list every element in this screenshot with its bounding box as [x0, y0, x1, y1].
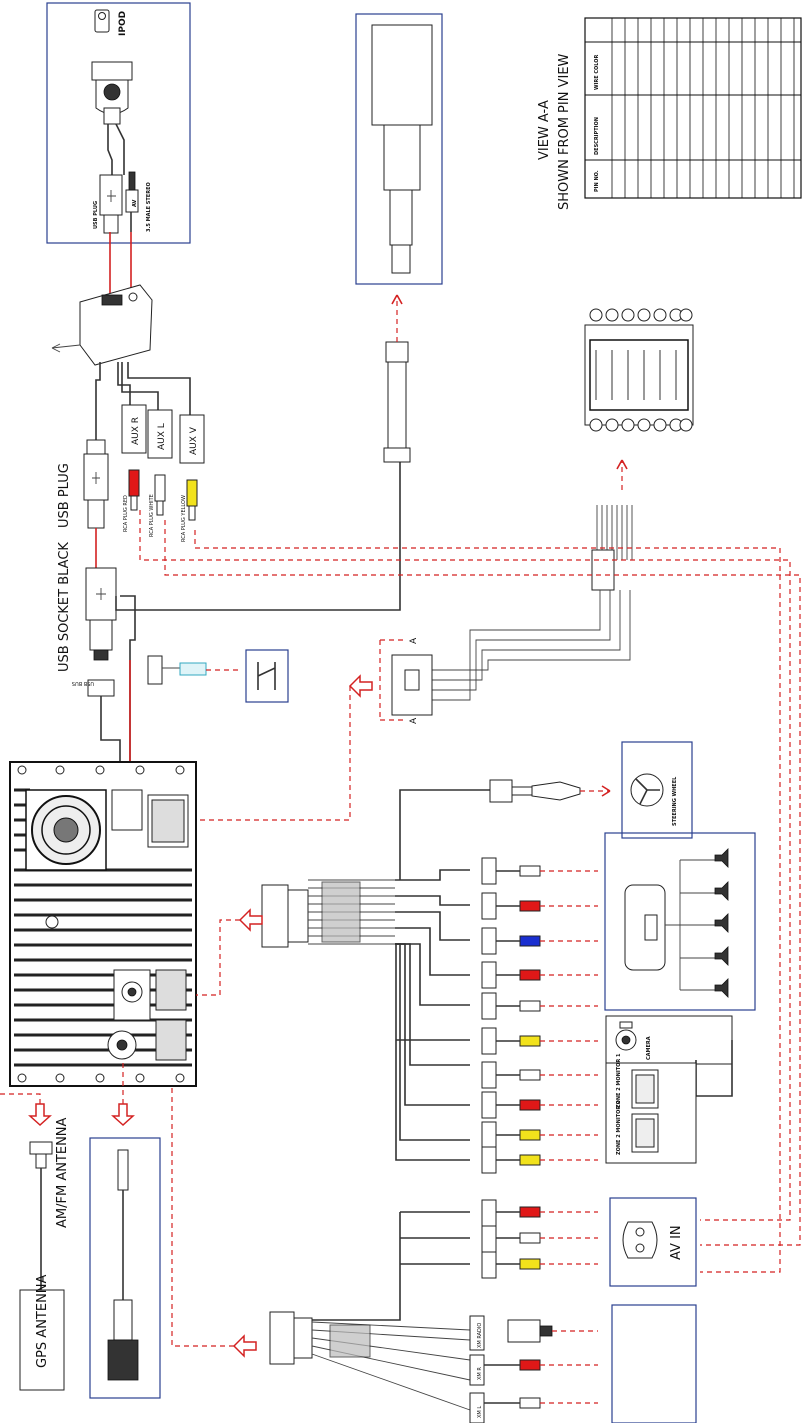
steering-wheel-icon	[630, 773, 664, 807]
stereo-plug	[125, 171, 139, 232]
main-harness	[196, 879, 395, 996]
steering-panel: STEERING WHEEL	[621, 741, 693, 839]
pin-no-header: PIN NO.	[594, 170, 600, 192]
pin-table: PIN NO. DESCRIPTION WIRE COLOR	[584, 17, 802, 199]
arrow-icon	[348, 674, 373, 698]
aux-v-label: AUX V	[189, 426, 199, 455]
fan	[25, 789, 107, 871]
steering-wheel-label: STEERING WHEEL	[672, 776, 678, 826]
usb-socket-label: USB SOCKET BLACK	[57, 542, 72, 672]
switch-box	[147, 649, 289, 703]
xm-r-label: XM R	[477, 1367, 483, 1380]
ipod-icon	[94, 9, 110, 33]
zone2-monitor1-label: ZONE 2 MONITOR 1	[616, 1053, 622, 1108]
wire-color-header: WIRE COLOR	[594, 54, 600, 90]
monitor-icon	[631, 1069, 659, 1153]
xm-radio-label: XM RADIO	[477, 1323, 483, 1348]
gamepad-icon	[622, 1221, 658, 1259]
rca-plugs: RCA PLUG RED RCA PLUG WHITE RCA PLUG YEL…	[123, 469, 198, 542]
dock-connector	[91, 61, 133, 125]
module-box	[355, 13, 443, 285]
view-title: VIEW A-A SHOWN FROM PIN VIEW	[537, 53, 572, 210]
antenna-icon	[28, 1103, 52, 1127]
gps-label: GPS ANTENNA	[35, 1274, 50, 1368]
male-stereo-label: 3.5 MALE STEREO	[146, 182, 152, 232]
gps-box	[89, 1137, 161, 1399]
av-in-rca	[481, 1199, 541, 1279]
monitor-panel: ZONE 2 MONITOR 1 ZONE 2 MONITOR 2	[605, 1053, 697, 1164]
usb-av-hub	[51, 284, 153, 366]
speaker-icon	[714, 848, 729, 998]
am-fm-label: AM/FM ANTENNA	[55, 1117, 70, 1228]
zone2-monitor2-label: ZONE 2 MONITOR 2	[616, 1100, 622, 1155]
rca-outputs	[481, 857, 541, 1174]
description-header: DESCRIPTION	[594, 117, 600, 155]
pin-view	[584, 308, 694, 432]
aux-l-label: AUX L	[157, 423, 167, 450]
view-line2: SHOWN FROM PIN VIEW	[557, 53, 572, 210]
xm-l-label: XM L	[477, 1406, 483, 1418]
connector-a1: A	[409, 637, 419, 644]
xm-harness	[171, 1086, 471, 1411]
ipod-label: IPOD	[118, 11, 128, 36]
heatsink-fins	[14, 788, 192, 1067]
xm-connectors: XM RADIO XM R XM L	[469, 1315, 553, 1423]
camera-label: CAMERA	[646, 1036, 652, 1060]
av-label: AV	[132, 199, 138, 207]
usb-plug-label: USB PLUG	[57, 463, 72, 528]
usb-plug	[83, 439, 109, 529]
aux-r-label: AUX R	[131, 417, 141, 445]
aux-cables: AUX R AUX L AUX V	[121, 404, 205, 464]
xm-panel	[611, 1304, 697, 1423]
gps-antenna: GPS ANTENNA	[19, 1274, 65, 1391]
rca-red-label: RCA PLUG RED	[123, 495, 129, 532]
rca-white-label: RCA PLUG WHITE	[149, 494, 155, 537]
connector-a2: A	[409, 717, 419, 724]
usb-bus-label: USB BUS	[72, 680, 94, 686]
switch-icon	[257, 662, 276, 690]
am-fm-antenna: AM/FM ANTENNA	[29, 1117, 70, 1290]
speaker-panel	[604, 832, 756, 1011]
ipod-panel: IPOD USB PLUG AV 3.5 MALE STEREO	[46, 2, 191, 244]
usb-icon	[107, 190, 116, 202]
av-in-label: AV IN	[669, 1225, 684, 1260]
camera-panel: CAMERA	[605, 1015, 733, 1097]
av-in-panel: AV IN	[609, 1197, 697, 1287]
usb-plug-top	[99, 174, 123, 234]
view-line1: VIEW A-A	[537, 100, 552, 160]
rca-yellow-label: RCA PLUG YELLOW	[181, 495, 187, 542]
camera-icon	[615, 1021, 637, 1051]
usb-plug-top-label: USB PLUG	[93, 201, 99, 229]
usb-socket	[85, 567, 117, 661]
head-unit	[9, 761, 197, 1087]
